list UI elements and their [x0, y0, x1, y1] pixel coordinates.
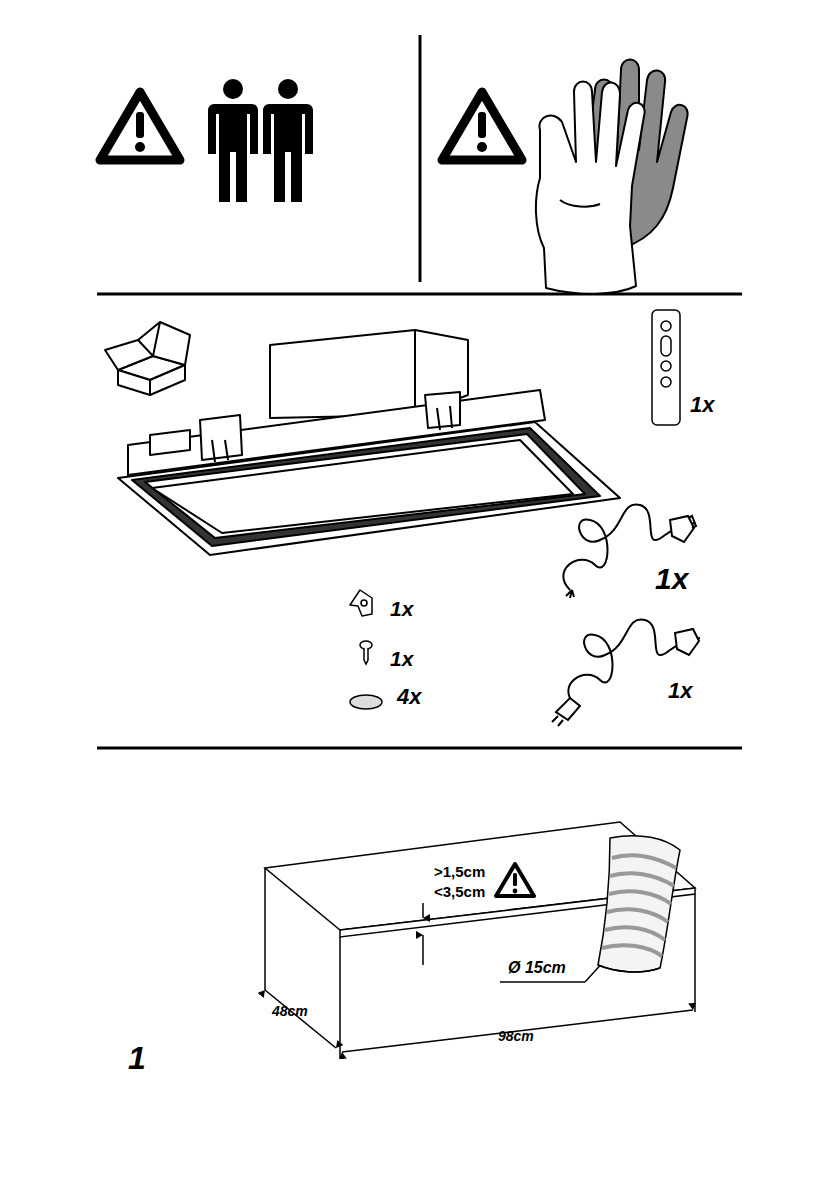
figure-number: 1	[128, 1042, 146, 1074]
box-icon	[105, 322, 190, 395]
cap-part	[350, 695, 382, 709]
two-persons-icon	[208, 79, 313, 202]
dimension-label: >1,5cm	[434, 864, 485, 879]
separator	[419, 35, 422, 282]
quantity-label: 1x	[668, 680, 692, 702]
cabinet-illustration	[265, 822, 695, 1058]
quantity-label: 1x	[690, 394, 714, 416]
quantity-label: 1x	[390, 648, 413, 669]
quantity-label: 1x	[655, 564, 688, 594]
gloves-icon	[536, 60, 688, 294]
warning-symbol	[100, 92, 180, 160]
dimension-label: Ø 15cm	[508, 960, 566, 976]
plug-cable	[552, 619, 700, 726]
quantity-label: 4x	[397, 686, 421, 708]
separator	[97, 293, 742, 296]
dimension-label: 98cm	[498, 1029, 534, 1043]
power-cable	[563, 504, 696, 598]
screw-part	[360, 641, 372, 664]
remote-icon	[652, 310, 680, 425]
warning-symbol	[496, 864, 534, 896]
separator	[97, 747, 742, 750]
warning-symbol	[442, 92, 522, 160]
hood-illustration	[118, 330, 620, 555]
dimension-label: <3,5cm	[434, 884, 485, 899]
quantity-label: 1x	[390, 598, 413, 619]
dimension-label: 48cm	[272, 1004, 308, 1018]
flexible-duct	[598, 836, 680, 972]
clip-part	[350, 590, 372, 616]
